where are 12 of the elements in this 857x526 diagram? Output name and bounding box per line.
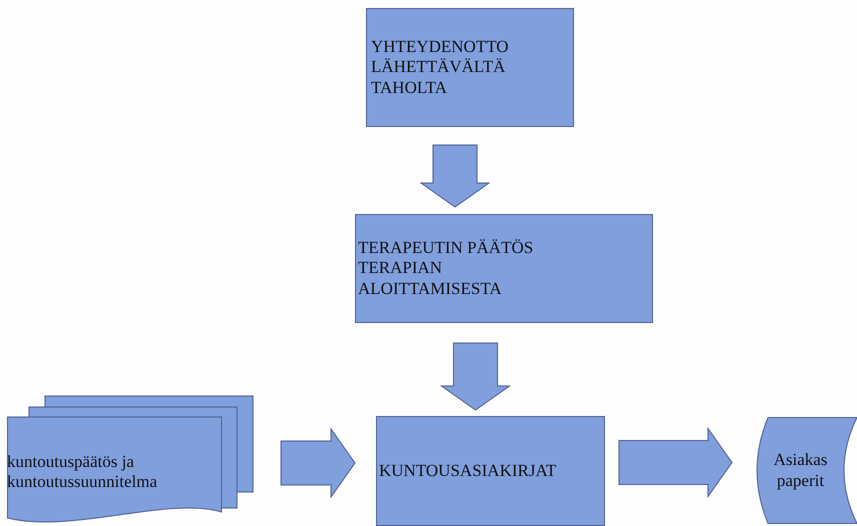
block-arrow: [440, 342, 512, 411]
block-arrow: [618, 426, 733, 498]
process-box: [355, 214, 653, 323]
block-arrow: [419, 144, 491, 208]
block-arrow: [280, 427, 356, 499]
node-label: Asiakas paperit: [772, 450, 828, 491]
process-box: [366, 8, 574, 127]
node-label: TERAPEUTIN PÄÄTÖS TERAPIAN ALOITTAMISESTA: [358, 238, 534, 300]
process-box: [376, 416, 605, 526]
node-label: kuntoutuspäätös ja kuntoutussuunnitelma: [7, 452, 158, 492]
node-label: KUNTOUSASIAKIRJAT: [379, 460, 556, 482]
node-label: YHTEYDENOTTO LÄHETTÄVÄLTÄ TAHOLTA: [371, 36, 510, 98]
